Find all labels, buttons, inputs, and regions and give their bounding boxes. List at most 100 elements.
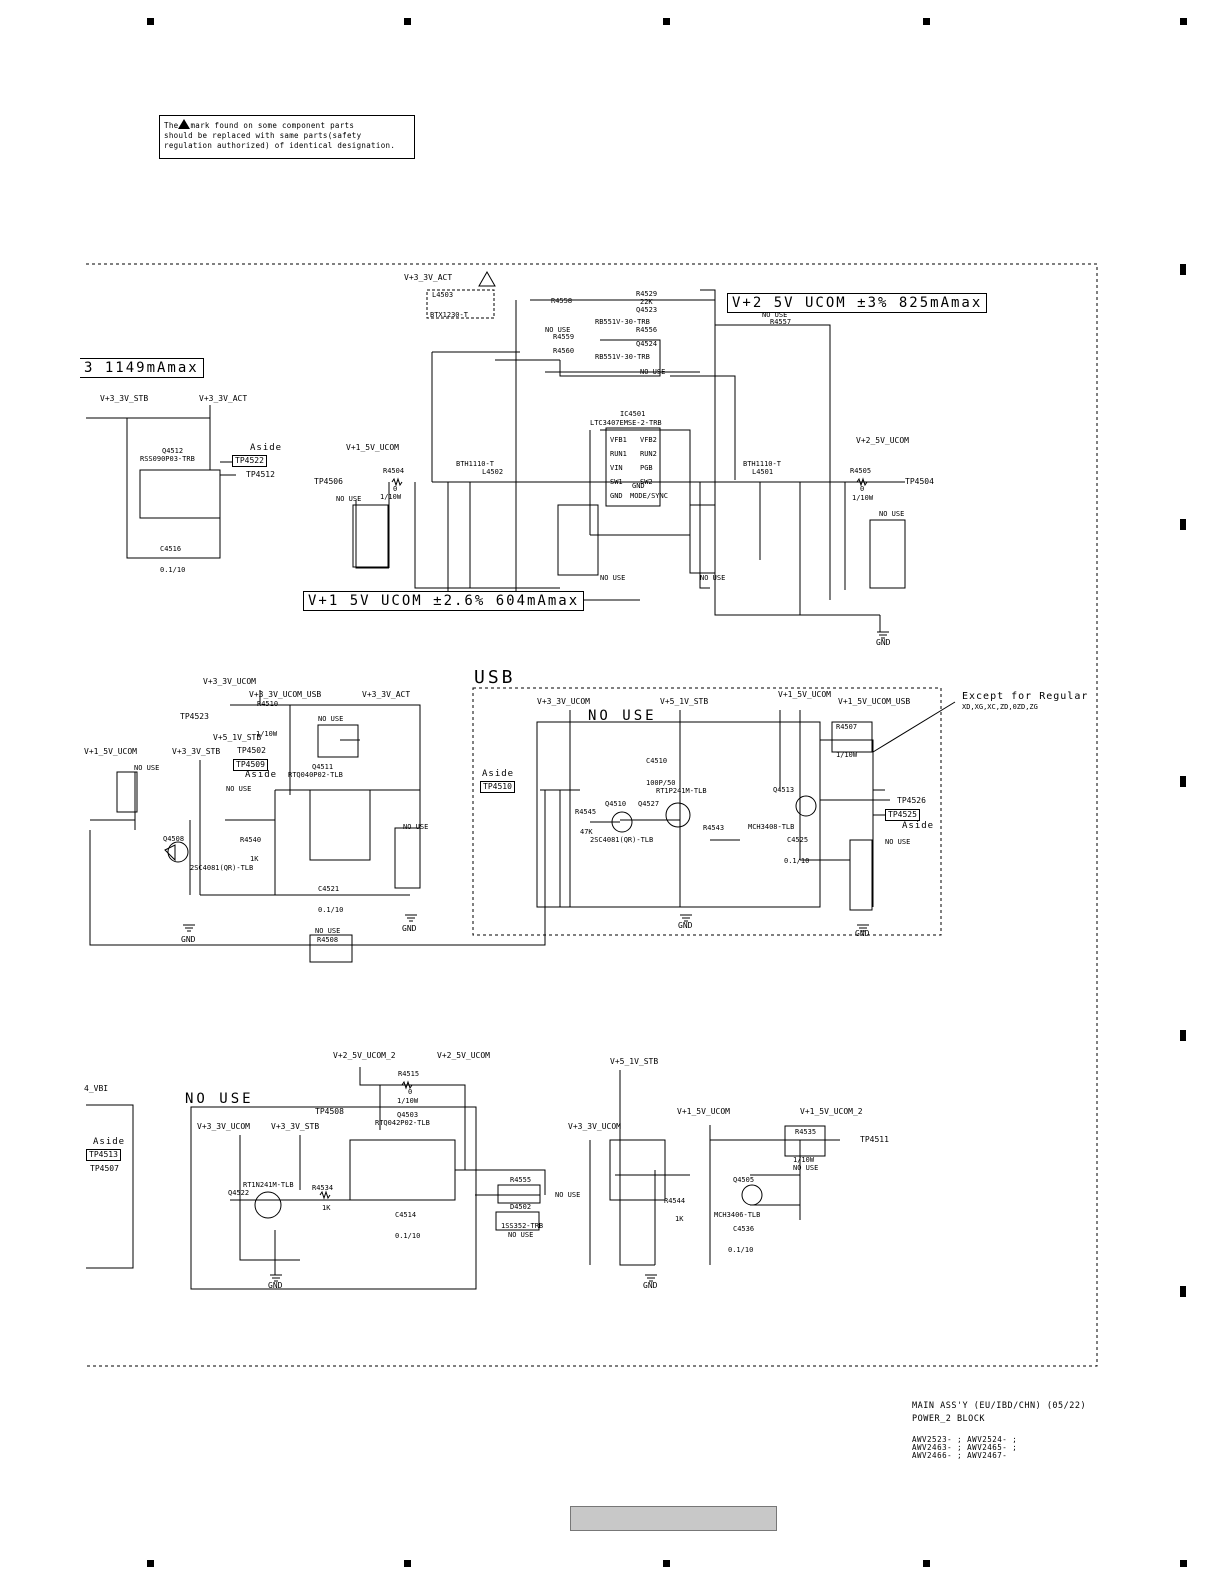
aside-label: Aside xyxy=(245,770,278,780)
component-part: RSS090P03-TRB xyxy=(140,455,195,463)
net-label: V+3_3V_UCOM xyxy=(568,1122,621,1131)
component-ref: R4545 xyxy=(575,808,597,816)
component-part: MCH3408-TLB xyxy=(748,823,795,831)
net-label: V+1_5V_UCOM xyxy=(346,443,399,452)
component-value: 1/10W xyxy=(256,730,278,738)
net-label: V+1_5V_UCOM xyxy=(778,690,831,699)
net-label: V+3_3V_UCOM xyxy=(197,1122,250,1131)
ic-part: LTC3407EMSE-2-TRB xyxy=(590,419,662,427)
component-ref: L4501 xyxy=(752,468,774,476)
component-value: 1/10W xyxy=(836,751,858,759)
component-ref: L4503 xyxy=(432,291,454,299)
component-value: 0 xyxy=(393,485,398,493)
component-ref: C4521 xyxy=(318,885,340,893)
component-ref: R4508 xyxy=(317,936,339,944)
section-no-use-bottom: NO USE xyxy=(185,1091,254,1107)
no-use-label: NO USE xyxy=(508,1231,534,1239)
title-block-line5: AWV2466- ; AWV2467- xyxy=(912,1451,1008,1460)
spec-v15-ucom: V+1 5V UCOM ±2.6% 604mAmax xyxy=(303,591,585,611)
except-note: Except for Regular xyxy=(962,691,1089,702)
gnd-label: GND xyxy=(268,1281,283,1290)
component-ref: R4529 xyxy=(636,290,658,298)
component-value: 1K xyxy=(250,855,259,863)
test-point: TP4522 xyxy=(232,455,267,467)
component-ref: R4535 xyxy=(795,1128,817,1136)
ic-pin: SW1 xyxy=(610,478,623,486)
component-ref: Q4510 xyxy=(605,800,627,808)
test-point: TP4504 xyxy=(905,477,934,486)
component-ref: R4515 xyxy=(398,1070,420,1078)
ic-pin: PGB xyxy=(640,464,653,472)
net-label: V+3_3V_STB xyxy=(172,747,221,756)
net-label: V+3_3V_ACT xyxy=(199,394,248,403)
no-use-label: NO USE xyxy=(336,495,362,503)
net-label: 4_VBI xyxy=(84,1084,109,1093)
no-use-label: NO USE xyxy=(640,368,666,376)
component-value: 0 xyxy=(860,485,865,493)
component-ref: R4534 xyxy=(312,1184,334,1192)
component-part: RB551V-30-TRB xyxy=(595,353,650,361)
component-ref: R4559 xyxy=(553,333,575,341)
component-value: 0.1/10 xyxy=(395,1232,421,1240)
no-use-label: NO USE xyxy=(700,574,726,582)
component-ref: R4507 xyxy=(836,723,858,731)
component-ref: R4510 xyxy=(257,700,279,708)
component-ref: R4505 xyxy=(850,467,872,475)
registration-mark xyxy=(663,1560,670,1567)
aside-label: Aside xyxy=(482,769,515,779)
net-label: V+3_3V_STB xyxy=(271,1122,320,1131)
no-use-label: NO USE xyxy=(318,715,344,723)
gnd-label: GND xyxy=(855,929,870,938)
component-value: 1/10W xyxy=(397,1097,419,1105)
section-title-usb: USB xyxy=(474,667,516,688)
net-label: V+3_3V_STB xyxy=(100,394,149,403)
test-point: TP4510 xyxy=(480,781,515,793)
net-label: V+1_5V_UCOM xyxy=(677,1107,730,1116)
test-point: TP4502 xyxy=(237,746,266,755)
net-label: V+2_5V_UCOM_2 xyxy=(333,1051,396,1060)
no-use-label: NO USE xyxy=(793,1164,819,1172)
component-ref: C4536 xyxy=(733,1225,755,1233)
component-part: RB551V-30-TRB xyxy=(595,318,650,326)
registration-mark xyxy=(923,18,930,25)
no-use-label: NO USE xyxy=(885,838,911,846)
component-value: 0 xyxy=(408,1088,413,1096)
component-ref: C4510 xyxy=(646,757,668,765)
component-ref: R4544 xyxy=(664,1197,686,1205)
registration-mark xyxy=(404,18,411,25)
component-ref: Q4503 xyxy=(397,1111,419,1119)
spec-v25-ucom: V+2 5V UCOM ±3% 825mAmax xyxy=(727,293,988,313)
net-label: V+1_5V_UCOM xyxy=(84,747,137,756)
net-label: V+3_3V_UCOM xyxy=(537,697,590,706)
component-ref: Q4505 xyxy=(733,1176,755,1184)
net-label: V+1_5V_UCOM_USB xyxy=(838,697,911,706)
aside-label: Aside xyxy=(250,443,283,453)
component-value: 1/10W xyxy=(793,1156,815,1164)
no-use-label: NO USE xyxy=(600,574,626,582)
net-label: V+5_1V_STB xyxy=(660,697,709,706)
registration-mark xyxy=(1180,776,1186,787)
net-label: V+3_3V_UCOM xyxy=(203,677,256,686)
no-use-label: NO USE xyxy=(134,764,160,772)
component-ref: C4516 xyxy=(160,545,182,553)
registration-mark xyxy=(1180,519,1186,530)
component-ref: C4525 xyxy=(787,836,809,844)
ic-pin: GND xyxy=(632,482,645,490)
title-block-line3: AWV2523- ; AWV2524- ; xyxy=(912,1435,1018,1444)
ic-pin: VIN xyxy=(610,464,623,472)
warning-triangle-icon xyxy=(178,119,191,129)
component-ref: R4560 xyxy=(553,347,575,355)
component-ref: Q4513 xyxy=(773,786,795,794)
component-ref: Q4524 xyxy=(636,340,658,348)
registration-mark xyxy=(1180,1560,1187,1567)
net-label: V+3_3V_UCOM_USB xyxy=(249,690,322,699)
component-ref: R4555 xyxy=(510,1176,532,1184)
spec-v33-partial: 3 1149mAmax xyxy=(80,358,204,378)
component-ref: C4514 xyxy=(395,1211,417,1219)
test-point: TP4509 xyxy=(233,759,268,771)
component-part: RTQ040P02-TLB xyxy=(288,771,343,779)
test-point: TP4507 xyxy=(90,1164,119,1173)
component-part: BTH1110-T xyxy=(456,460,494,468)
